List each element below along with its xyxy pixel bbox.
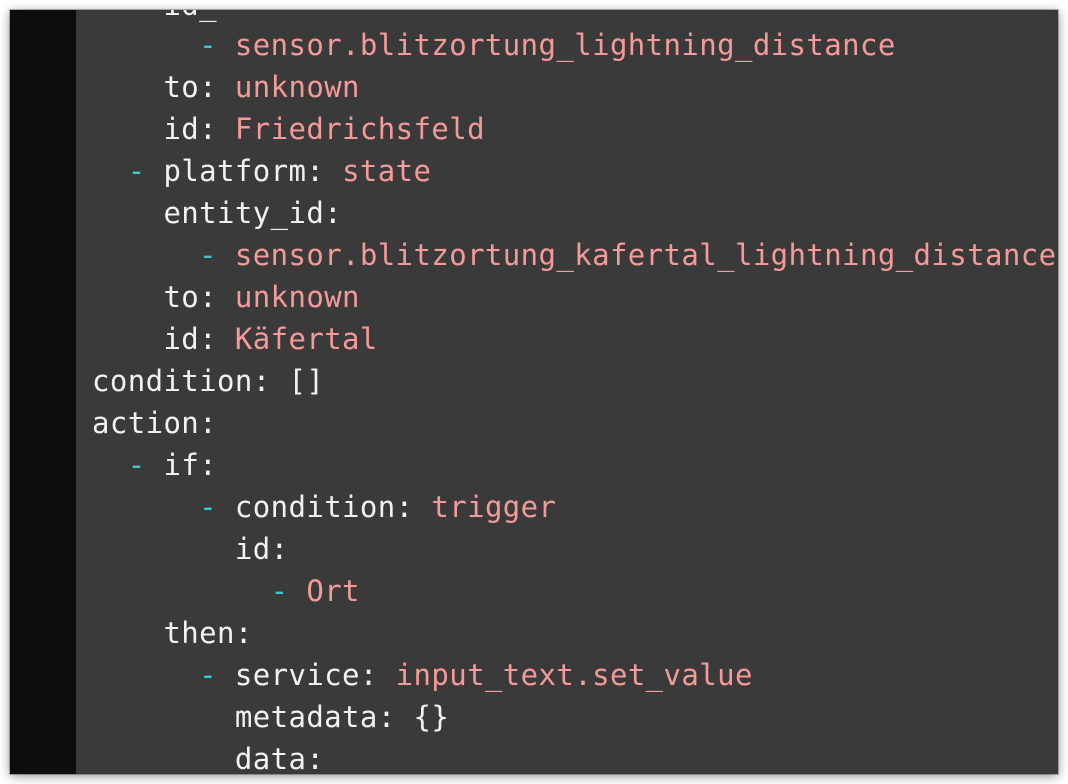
code-line: - sensor.blitzortung_lightning_distance	[92, 28, 896, 62]
yaml-code-area[interactable]: id_ - sensor.blitzortung_lightning_dista…	[76, 10, 1058, 774]
code-line: data:	[92, 742, 325, 774]
code-line: entity_id:	[92, 196, 343, 230]
code-line: condition: []	[92, 364, 325, 398]
code-line: - service: input_text.set_value	[92, 658, 753, 692]
code-line: - condition: trigger	[92, 490, 557, 524]
code-line: to: unknown	[92, 280, 360, 314]
code-line: - Ort	[92, 574, 360, 608]
code-line: - platform: state	[92, 154, 432, 188]
code-line: action:	[92, 406, 218, 440]
code-line: to: unknown	[92, 70, 360, 104]
editor-gutter	[10, 10, 76, 774]
code-line: id: Friedrichsfeld	[92, 112, 485, 146]
code-line-partial: id_	[92, 10, 217, 26]
code-line: metadata: {}	[92, 700, 450, 734]
code-line: id: Käfertal	[92, 322, 378, 356]
code-line: id:	[92, 532, 289, 566]
code-line: then:	[92, 616, 253, 650]
code-line: - sensor.blitzortung_kafertal_lightning_…	[92, 238, 1057, 272]
editor-window: id_ - sensor.blitzortung_lightning_dista…	[10, 10, 1058, 774]
code-line: - if:	[92, 448, 218, 482]
